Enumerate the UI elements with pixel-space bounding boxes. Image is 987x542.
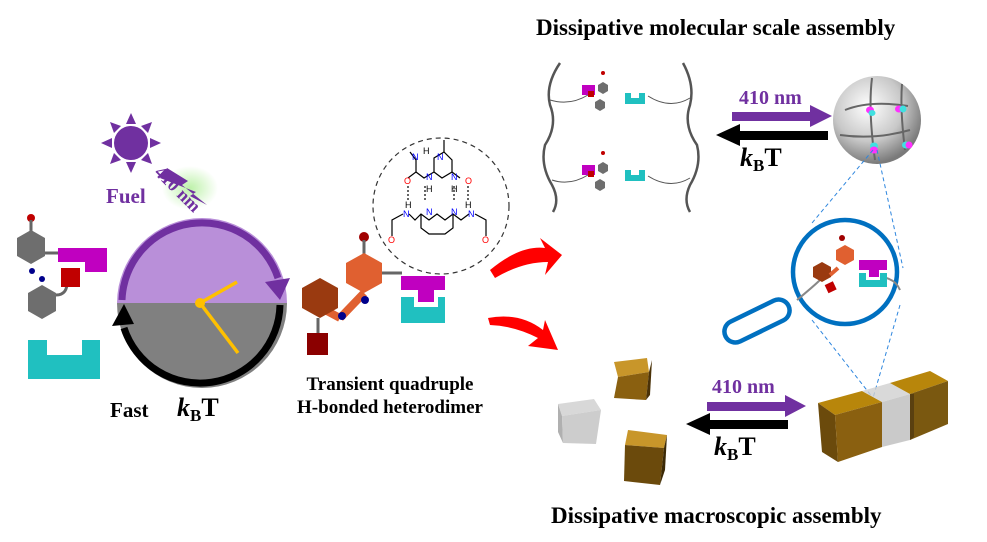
kbt-k: k [740,143,753,172]
kbt-k: k [714,432,727,461]
caption-line-2: H-bonded heterodimer [297,397,483,418]
atom-h: H [423,146,430,156]
mini-receptor-bottom [625,170,645,181]
forward-arrow-molecular [732,105,832,127]
atom-n: N [468,209,475,219]
title-macroscopic-assembly: Dissipative macroscopic assembly [551,503,882,528]
atom-n: N [426,172,433,182]
atom-h: H [405,200,412,210]
mini-receptor-top [625,93,645,104]
kbt-sub: B [727,445,739,464]
gel-sphere [833,76,921,164]
heterodimer-molecule [302,232,445,355]
atom-n: N [426,207,433,217]
fast-label: Fast [110,398,149,422]
mini-molecule-bottom [582,151,608,191]
assembled-cube-chain [818,371,948,462]
kbt-sub: B [753,156,765,175]
kbt-label-macro: kBT [714,432,756,465]
gold-cube-bottom [624,430,667,485]
sun-icon [101,113,161,173]
reverse-arrow-macro [686,413,788,435]
atom-h: H [465,200,472,210]
kbt-t: T [738,432,756,461]
hydrogen-bond-structure [372,137,510,275]
caption-line-1: Transient quadruple [306,374,474,395]
kbt-t: T [201,393,219,422]
wavelength-label-molecular: 410 nm [739,87,802,109]
glass-cube [558,399,601,444]
gold-cube-top [614,358,652,400]
reverse-arrow-molecular [716,124,828,146]
forward-arrow-macro [707,395,806,417]
atom-o: O [404,176,412,186]
atom-h: H [451,184,458,194]
atom-h: H [426,184,433,194]
red-arrow-upper [490,238,562,278]
polymer-chains [542,62,700,213]
clock-icon [112,218,290,388]
kbt-sub: B [190,406,202,425]
mini-molecule-top [582,71,608,111]
atom-o: O [388,235,396,245]
kbt-label-molecular: kBT [740,143,782,176]
zoom-lines [811,149,904,399]
kbt-t: T [764,143,782,172]
atom-n: N [412,152,419,162]
atom-n: N [403,209,410,219]
lightning-icon [160,168,207,205]
azobenzene-molecule-left [17,214,107,319]
fuel-label: Fuel [106,184,146,208]
title-molecular-assembly: Dissipative molecular scale assembly [536,15,896,40]
red-arrow-lower [488,316,558,350]
kbt-label-clock: kBT [177,393,219,426]
atom-n: N [437,152,444,162]
heterodimer-caption: Transient quadruple H-bonded heterodimer [270,373,510,419]
atom-n: N [451,172,458,182]
cyan-receptor-left [28,340,100,379]
kbt-k: k [177,393,190,422]
atom-o: O [482,235,490,245]
atom-n: N [451,207,458,217]
magnifier-icon [722,217,901,345]
wavelength-label-macro: 410 nm [712,376,775,398]
atom-o: O [465,176,473,186]
